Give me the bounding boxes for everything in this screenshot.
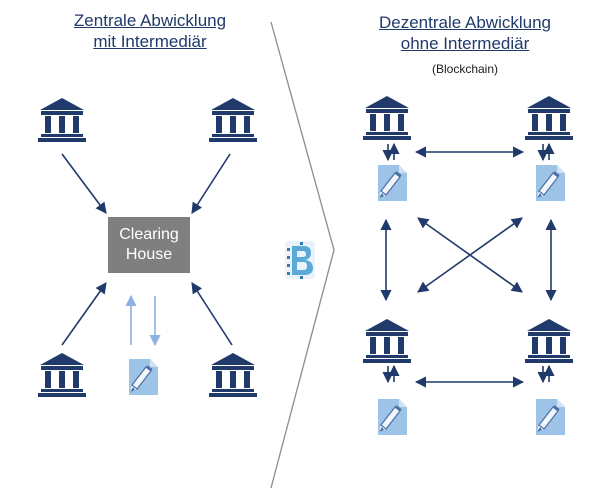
right-title-line1: Dezentrale Abwicklung — [379, 13, 551, 32]
transition-chevron — [270, 21, 335, 489]
blockchain-b-icon — [285, 241, 315, 279]
right-subtitle: (Blockchain) — [431, 62, 499, 76]
left-title: Zentrale Abwicklung mit Intermediär — [20, 10, 280, 52]
document-pen-icon — [128, 358, 159, 396]
clearing-house-box: Clearing House — [108, 217, 190, 273]
right-title: Dezentrale Abwicklung ohne Intermediär — [330, 12, 595, 54]
bank-icon — [525, 96, 573, 140]
arrow — [191, 282, 233, 346]
updown-arrows — [543, 144, 549, 160]
bank-icon — [363, 96, 411, 140]
updown-arrows — [388, 144, 394, 160]
bank-icon — [363, 319, 411, 363]
arrow — [191, 153, 231, 214]
updown-arrows — [543, 366, 549, 382]
document-pen-icon — [535, 398, 566, 436]
clearing-house-line1: Clearing — [119, 226, 179, 243]
bank-icon — [38, 353, 86, 397]
bank-icon — [38, 98, 86, 142]
bank-icon — [209, 98, 257, 142]
bank-icon — [525, 319, 573, 363]
arrow — [61, 153, 107, 214]
clearing-house-line2: House — [125, 246, 173, 263]
left-title-line2: mit Intermediär — [93, 32, 207, 51]
document-pen-icon — [377, 398, 408, 436]
right-title-line2: ohne Intermediär — [400, 34, 530, 53]
document-pen-icon — [377, 164, 408, 202]
p2p-arrows — [380, 146, 557, 388]
bank-icon — [209, 353, 257, 397]
hub-arrows — [61, 153, 233, 346]
document-pen-icon — [535, 164, 566, 202]
arrow-diagonal — [417, 217, 523, 293]
document-flow-arrows — [125, 294, 161, 347]
updown-arrows — [388, 366, 394, 382]
arrow — [61, 282, 107, 346]
left-title-line1: Zentrale Abwicklung — [73, 11, 227, 30]
